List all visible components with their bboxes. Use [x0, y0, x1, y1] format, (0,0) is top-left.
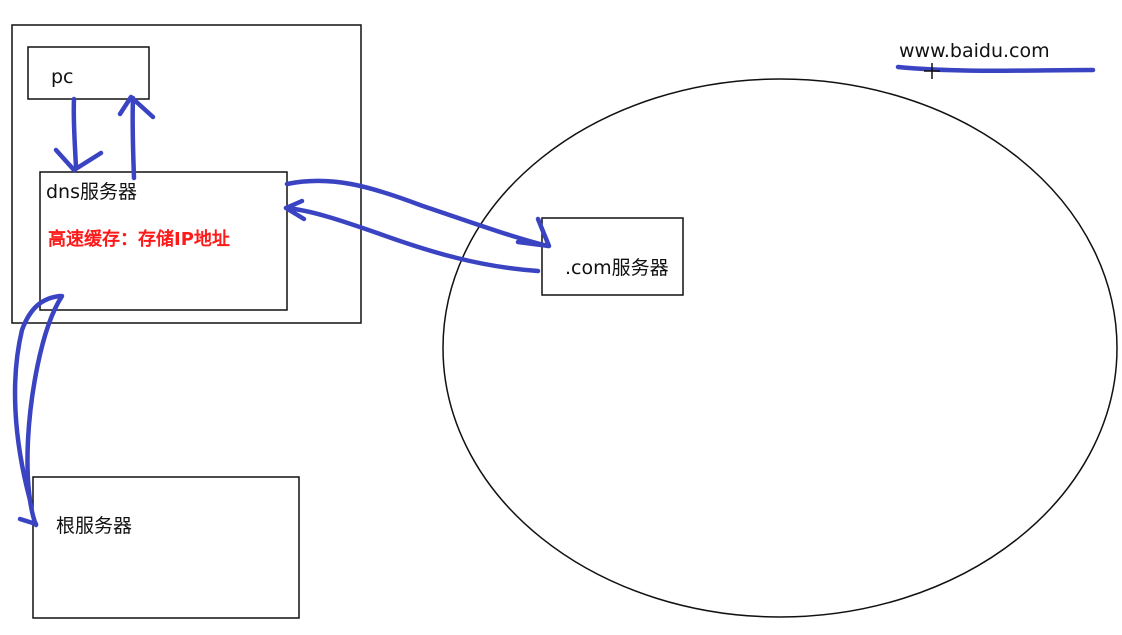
dns-to-root-arrowhead — [17, 516, 39, 527]
com-server-box — [541, 217, 684, 296]
dns-server-box — [39, 171, 288, 311]
com-domain-ellipse — [442, 78, 1118, 618]
dns-to-pc-arrow — [130, 95, 137, 181]
com-to-dns-arrowhead — [283, 198, 307, 222]
dns-to-com-arrow — [284, 178, 551, 249]
domain-text: www.baidu.com — [899, 40, 1050, 62]
com-server-label: .com服务器 — [565, 257, 669, 279]
root-server-label: 根服务器 — [56, 515, 133, 537]
root-to-dns-arrow — [12, 293, 63, 503]
pc-to-dns-arrowhead — [53, 147, 104, 173]
cursor-crosshair-icon — [924, 63, 940, 79]
domain-underline — [895, 64, 1096, 73]
dns-server-label: dns服务器 — [46, 181, 138, 203]
client-frame — [11, 24, 362, 324]
dns-to-pc-arrowhead — [117, 94, 156, 120]
com-to-dns-arrow — [283, 205, 541, 274]
cache-note: 高速缓存：存储IP地址 — [48, 229, 230, 250]
pc-box — [27, 46, 150, 100]
root-server-box — [32, 476, 300, 619]
dns-to-com-arrowhead — [515, 216, 552, 249]
pc-to-dns-arrow — [71, 96, 79, 171]
dns-to-root-arrow — [25, 293, 65, 528]
pc-label: pc — [51, 66, 74, 88]
